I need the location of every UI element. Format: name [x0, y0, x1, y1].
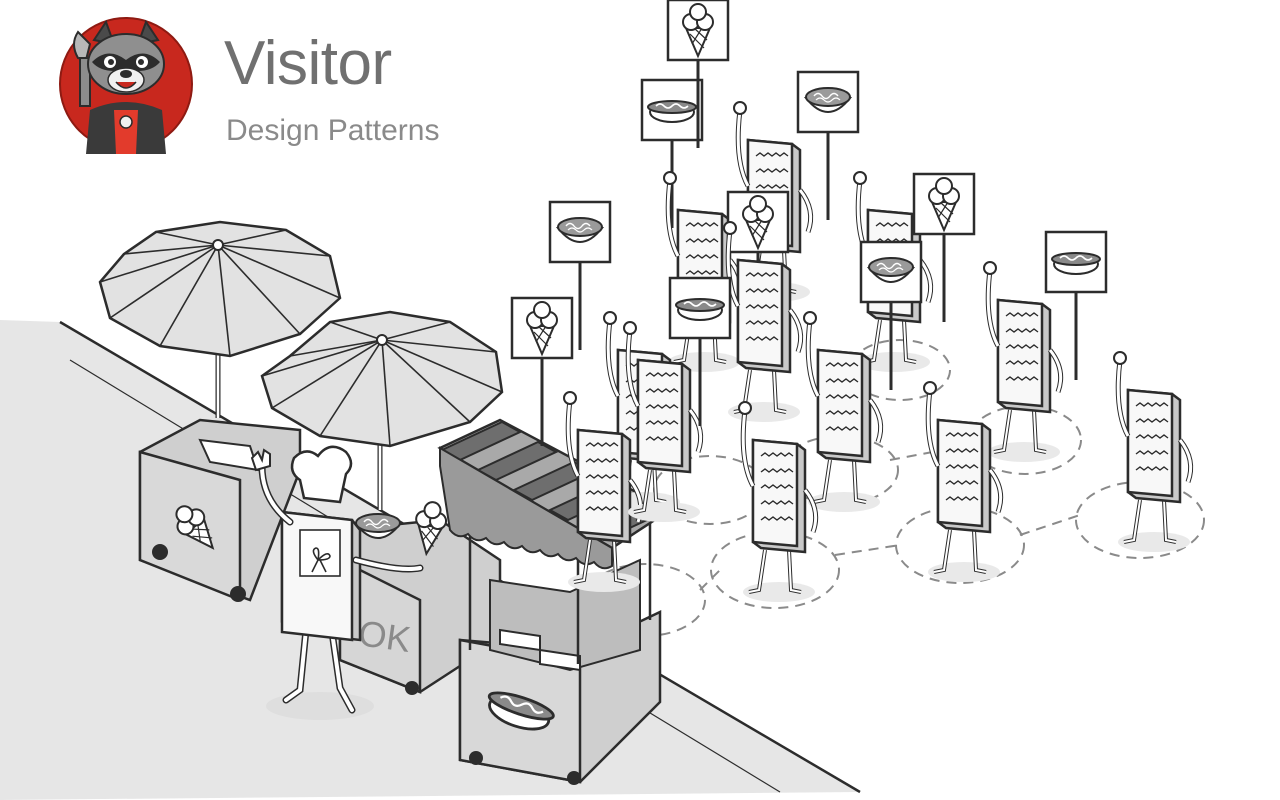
raccoon-mascot-icon	[59, 17, 193, 154]
document-character-icon	[912, 172, 1061, 462]
document-character-icon	[1044, 230, 1191, 552]
cart-ok-label: OK	[356, 612, 413, 660]
document-characters-queue	[510, 0, 1191, 602]
visitor-chef-character	[250, 445, 450, 720]
document-character-icon	[724, 190, 801, 422]
page-subtitle: Design Patterns	[226, 114, 440, 147]
document-character-icon	[739, 402, 816, 602]
document-character-icon	[924, 382, 1001, 582]
umbrella-icon-2	[260, 310, 504, 510]
page-title: Visitor	[224, 29, 392, 98]
document-character-icon	[796, 70, 931, 372]
umbrella-icon	[98, 220, 342, 418]
